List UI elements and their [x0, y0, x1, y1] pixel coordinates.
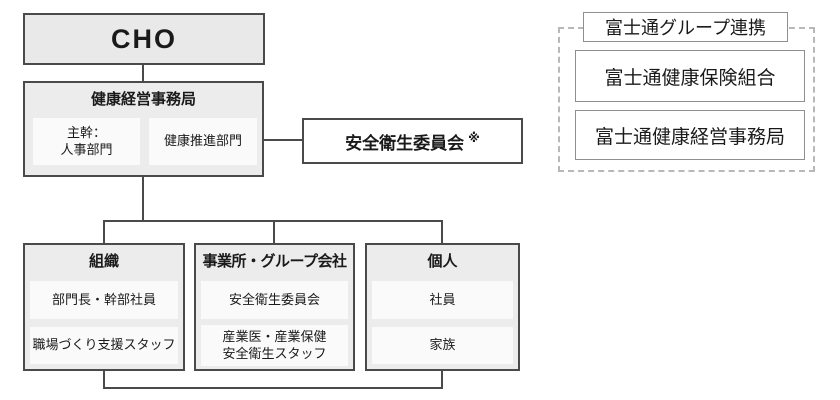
safety-committee-box: 安全衛生委員会 ※: [302, 118, 523, 164]
group-individual-box: 個人 社員 家族: [365, 243, 520, 371]
cho-box: CHO: [23, 13, 265, 65]
connector-drop-sites: [273, 220, 275, 244]
list-item: 社員: [372, 281, 513, 319]
connector-individual-bottom: [441, 370, 443, 389]
fujitsu-insurance-box: 富士通健康保険組合: [575, 50, 805, 102]
group-sites-box: 事業所・グループ会社 安全衛生委員会 産業医・産業保健 安全衛生スタッフ: [194, 243, 355, 371]
list-item: 職場づくり支援スタッフ: [30, 327, 178, 364]
connector-bottom-loop: [103, 387, 443, 389]
footnote-mark: ※: [468, 131, 480, 145]
fujitsu-group-title-box: 富士通グループ連携: [583, 12, 788, 42]
list-item: 家族: [372, 327, 513, 364]
connector-office-down: [142, 176, 144, 222]
connector-drop-individual: [441, 220, 443, 244]
list-item: 安全衛生委員会: [201, 281, 348, 319]
group-organization-title: 組織: [88, 253, 119, 270]
connector-org-bottom: [103, 370, 105, 389]
list-item: 産業医・産業保健 安全衛生スタッフ: [201, 325, 348, 366]
connector-office-to-safety: [263, 139, 303, 141]
safety-committee-label: 安全衛生委員会: [345, 133, 465, 153]
connector-drop-org: [103, 220, 105, 244]
office-member-hr: 主幹： 人事部門: [33, 118, 140, 165]
group-individual-title: 個人: [427, 253, 458, 270]
group-organization-box: 組織 部門長・幹部社員 職場づくり支援スタッフ: [23, 243, 185, 371]
fujitsu-office-box: 富士通健康経営事務局: [575, 110, 805, 160]
connector-cho-to-office: [142, 64, 144, 82]
office-member-promotion: 健康推進部門: [149, 118, 257, 165]
group-sites-title: 事業所・グループ会社: [202, 253, 347, 270]
cho-label: CHO: [111, 23, 177, 54]
health-office-box: 健康経営事務局 主幹： 人事部門 健康推進部門: [23, 81, 264, 177]
health-office-title: 健康経営事務局: [90, 91, 196, 108]
list-item: 部門長・幹部社員: [30, 281, 178, 319]
